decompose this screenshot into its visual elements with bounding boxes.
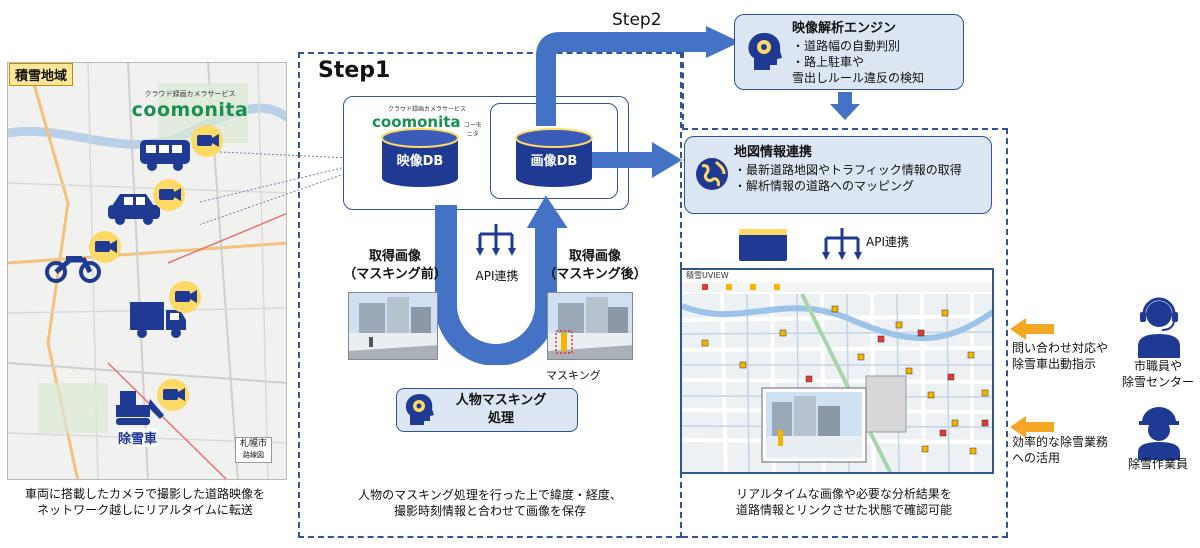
masking-loop-arrow [435, 195, 568, 365]
left-caption: 車両に搭載したカメラで撮影した道路映像を ネットワーク越しにリアルタイムに転送 [24, 487, 265, 517]
step1-caption: 人物のマスキング処理を行った上で緯度・経度、 撮影時刻情報と合わせて画像を保存 [358, 488, 622, 518]
gear-head-icon-engine [742, 30, 786, 78]
camera-icon-snowplow [156, 378, 190, 416]
map-app-window: 積雪UVIEW [680, 268, 994, 474]
map-app-content [682, 282, 992, 472]
inquiry-text: 問い合わせ対応や 除雪車出動指示 [1012, 341, 1109, 371]
coomonita-logo-step1: クラウド録画カメラサービス coomonita コーモニタ [372, 106, 482, 138]
api-icon-step1 [474, 222, 518, 266]
api-label-step1: API連携 [475, 269, 519, 283]
camera-icon-truck [168, 280, 202, 318]
truck-icon [128, 298, 190, 346]
map-data-icon [738, 228, 788, 266]
snowplow-label: 除雪車 [118, 428, 158, 447]
acquired-after-label: 取得画像 （マスキング後） [543, 249, 647, 282]
car-icon [106, 188, 166, 232]
image-db-cylinder [514, 128, 594, 192]
helmet-worker-icon [1136, 404, 1182, 464]
staff-label: 市職員や 除雪センター [1121, 359, 1194, 389]
api-icon-step2 [820, 226, 864, 270]
photo-after-masking [547, 292, 633, 360]
region-label: 積雪地域 [9, 63, 74, 86]
globe-icon [694, 156, 730, 196]
image-db-label: 画像DB [530, 154, 578, 169]
acquired-before-label: 取得画像 （マスキング前） [343, 249, 447, 282]
photo-before-masking [348, 292, 438, 360]
video-db-cylinder [380, 128, 460, 192]
engine-text: 映像解析エンジン ・道路幅の自動判別 ・路上駐車や 雪出しルール違反の検知 [792, 21, 925, 85]
gear-head-icon-masking [400, 391, 438, 433]
step2-frame-top-connector [682, 52, 684, 130]
coomonita-logo-left: クラウド録画カメラサービス coomonita [131, 90, 249, 121]
arrow-db-to-map [592, 142, 682, 178]
map-info-text: 地図情報連携 ・最新道路地図やトラフィック情報の取得 ・解析情報の道路へのマッピ… [734, 145, 962, 193]
camera-icon-car [152, 178, 186, 216]
arrow-inquiry [1010, 318, 1054, 340]
step2-title: Step2 [612, 10, 662, 30]
efficient-text: 効率的な除雪業務 への活用 [1012, 435, 1109, 465]
step2-frame [682, 128, 1008, 538]
step2-arrow-to-engine [536, 26, 740, 126]
masking-process-label: 人物マスキング 処理 [455, 393, 547, 426]
transfer-lines [200, 151, 351, 226]
step2-caption: リアルタイムな画像や必要な分析結果を 道路情報とリンクさせた状態で確認可能 [735, 487, 952, 517]
bus-icon [138, 134, 208, 180]
masking-label: マスキング [546, 369, 601, 382]
snowplow-icon [110, 385, 166, 433]
step1-title: Step1 [318, 58, 391, 83]
map-info-box [684, 136, 992, 214]
arrow-efficient [1010, 416, 1054, 438]
camera-icon-motorcycle [88, 230, 122, 268]
headset-person-icon [1136, 296, 1182, 362]
video-db-label: 映像DB [396, 154, 444, 169]
map-app-title: 積雪UVIEW [686, 271, 729, 280]
arrow-engine-to-map [830, 92, 860, 120]
worker-label: 除雪作業員 [1127, 457, 1188, 471]
camera-icon-bus [190, 124, 224, 162]
api-label-step2: API連携 [866, 235, 909, 249]
motorcycle-icon [44, 250, 104, 288]
map-city-label: 札幌市 路線図 [234, 437, 272, 463]
